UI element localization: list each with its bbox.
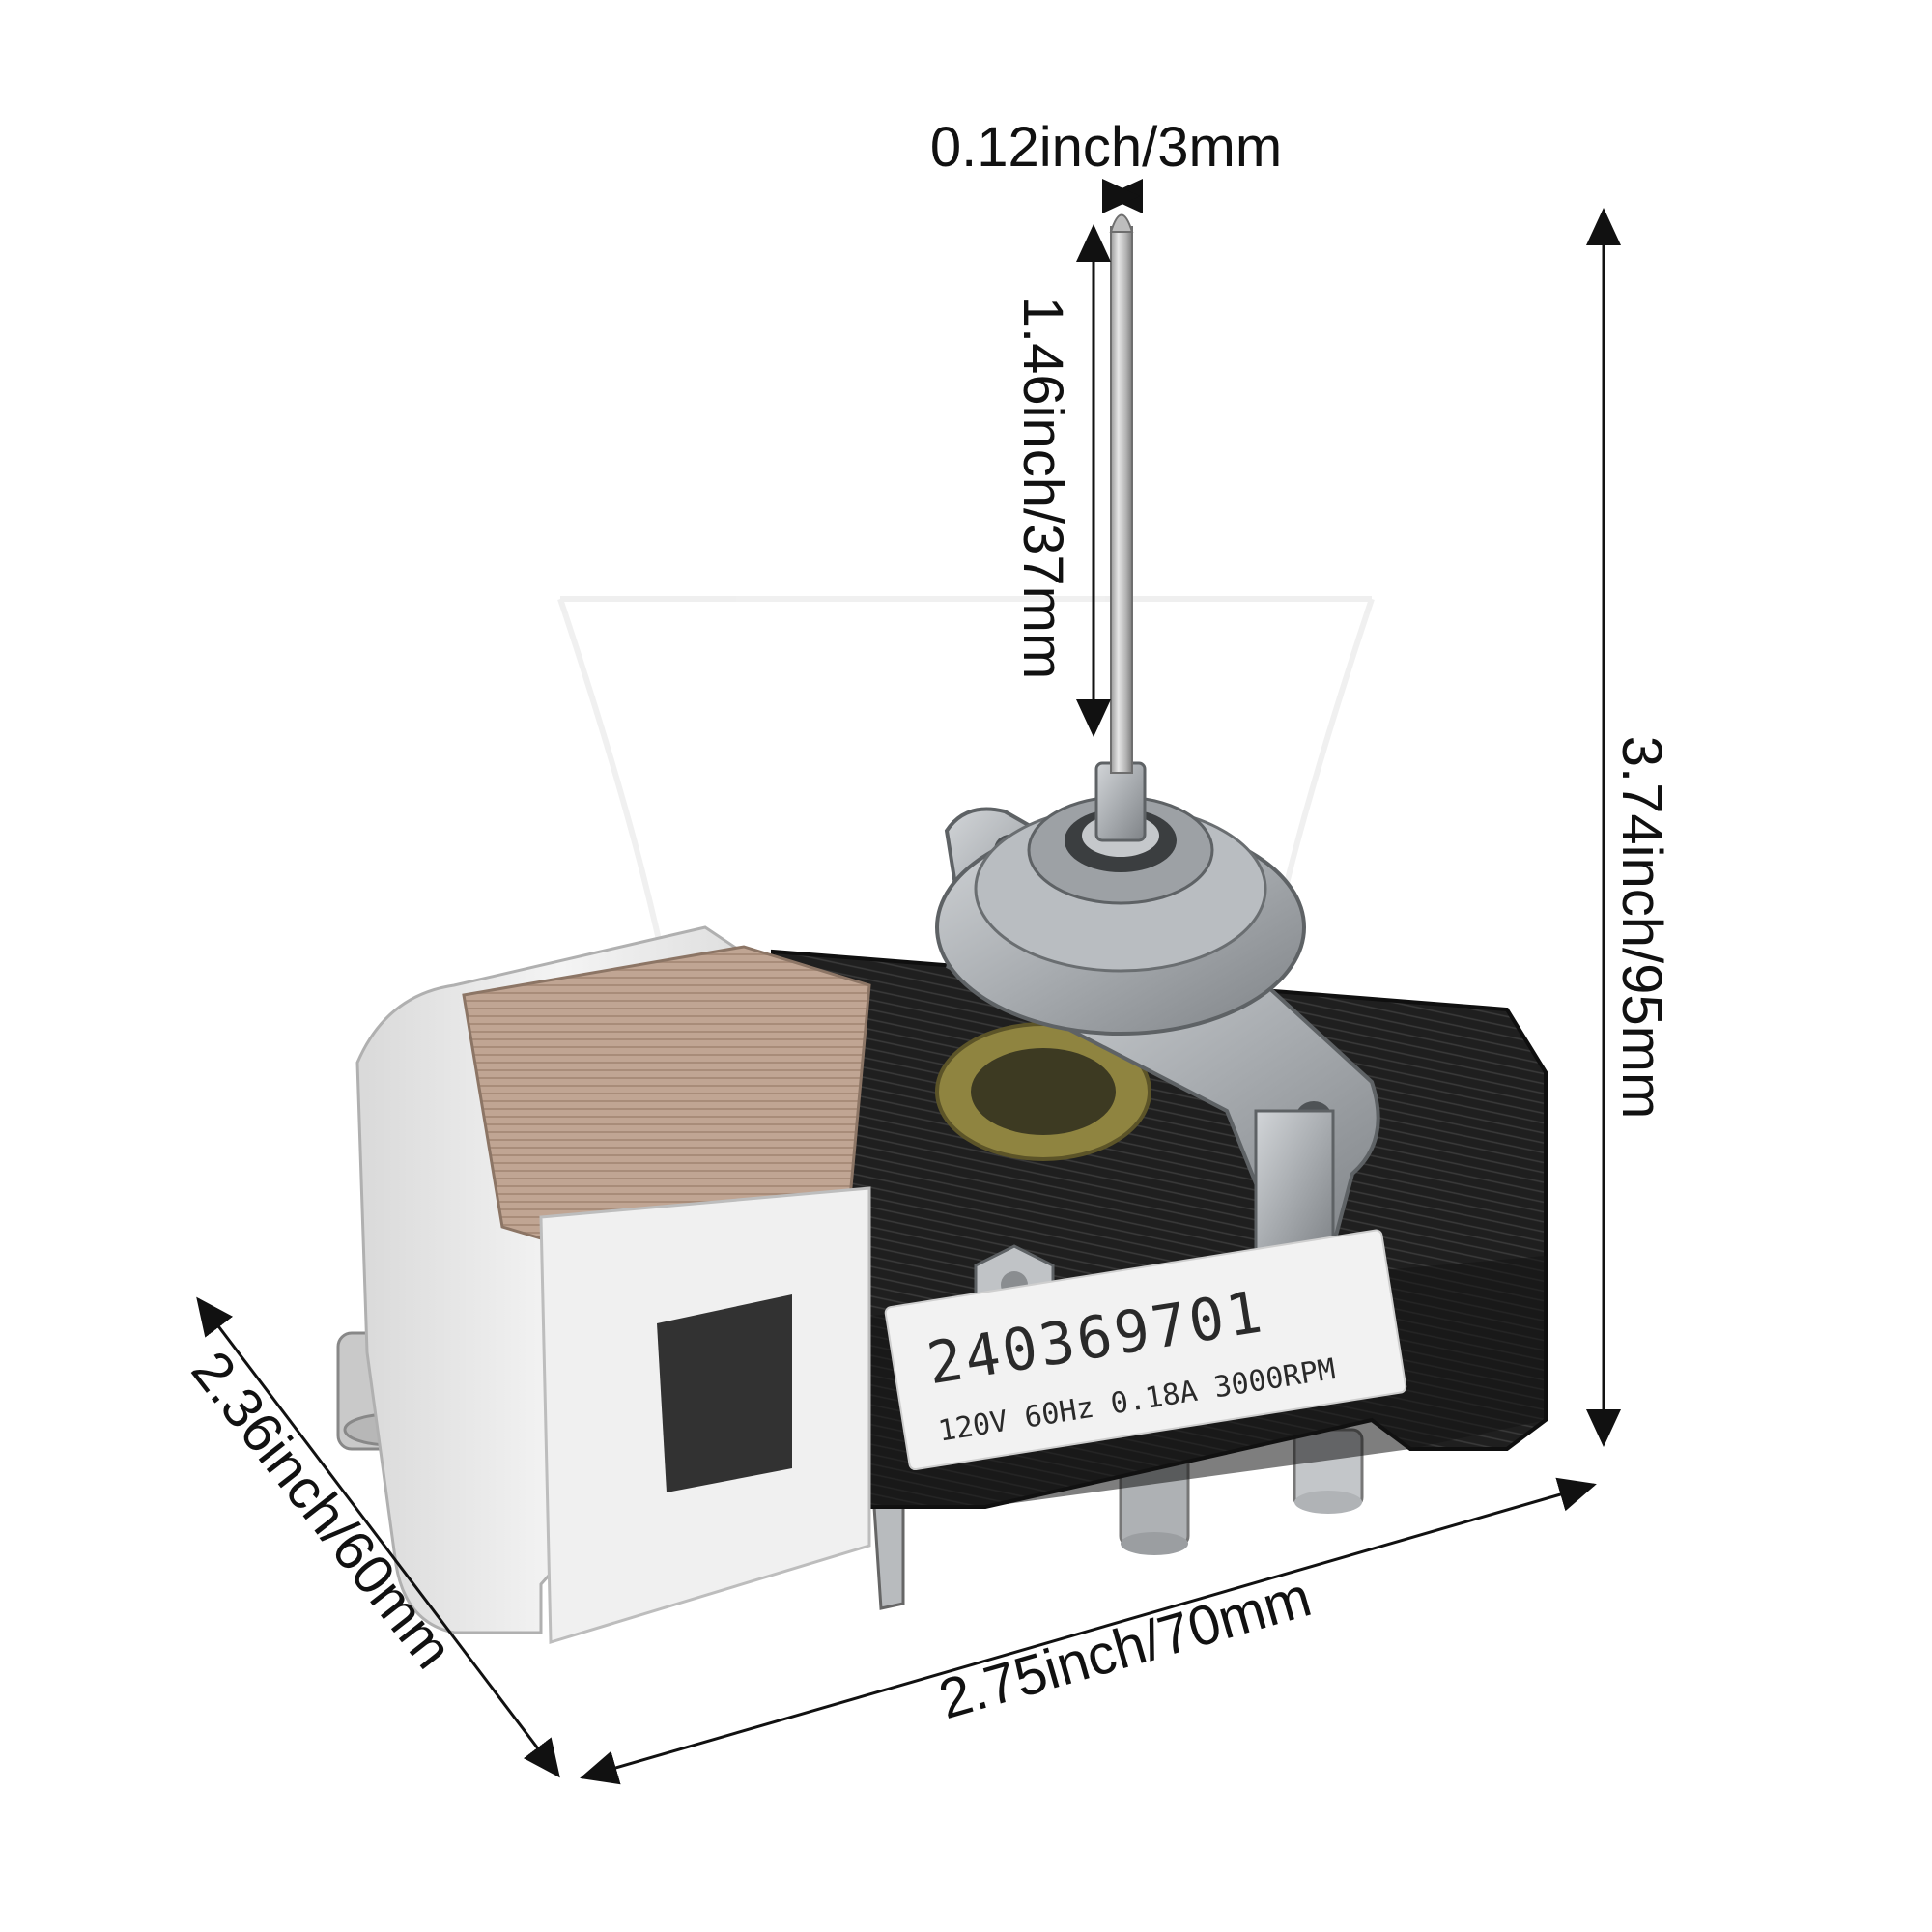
depth-arrow — [196, 1296, 560, 1778]
width-arrow — [580, 1477, 1597, 1785]
shaft-length-label: 1.46inch/37mm — [1011, 297, 1074, 680]
motor-shaft — [1094, 213, 1147, 842]
shaft-diameter-label: 0.12inch/3mm — [930, 116, 1282, 179]
coil-bobbin — [355, 925, 871, 1645]
motor-illustration: 240369701 120V 60Hz 0.18A 3000RPM — [336, 213, 1548, 1645]
mounting-bracket — [935, 795, 1380, 1325]
spec-label: 240369701 120V 60Hz 0.18A 3000RPM — [884, 1229, 1407, 1471]
dimension-lines — [196, 179, 1621, 1785]
height-label: 3.74inch/95mm — [1610, 736, 1673, 1120]
spade-terminal — [872, 1500, 905, 1610]
width-label: 2.75inch/70mm — [932, 1565, 1318, 1731]
